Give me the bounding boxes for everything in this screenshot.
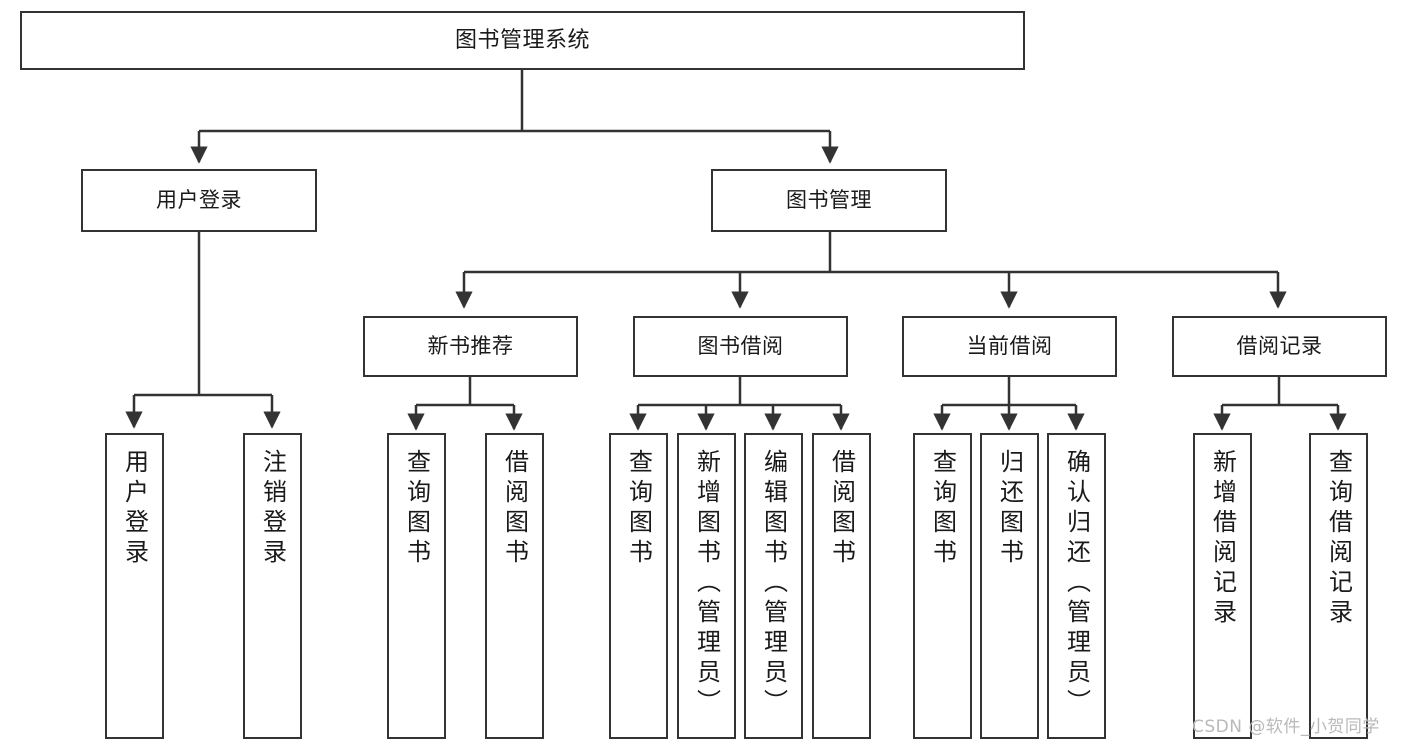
leaf-add-borrow-record[interactable]: 新增借阅记录: [1193, 433, 1252, 739]
node-label: 查询图书: [624, 449, 653, 569]
node-new-book-recommendation[interactable]: 新书推荐: [363, 316, 578, 377]
node-label: 查询借阅记录: [1324, 449, 1353, 629]
node-root-book-management-system[interactable]: 图书管理系统: [20, 11, 1025, 70]
node-label: 编辑图书（管理员）: [759, 449, 788, 719]
node-book-borrowing[interactable]: 图书借阅: [633, 316, 848, 377]
node-label: 用户登录: [156, 188, 242, 213]
node-label: 用户登录: [120, 449, 149, 569]
leaf-logout[interactable]: 注销登录: [243, 433, 302, 739]
node-label: 新书推荐: [427, 334, 514, 359]
node-label: 查询图书: [402, 449, 431, 569]
leaf-confirm-return-admin[interactable]: 确认归还（管理员）: [1047, 433, 1106, 739]
node-current-borrowing[interactable]: 当前借阅: [902, 316, 1117, 377]
node-label: 新增图书（管理员）: [692, 449, 721, 719]
leaf-query-book-recommendation[interactable]: 查询图书: [387, 433, 446, 739]
node-borrowing-records[interactable]: 借阅记录: [1172, 316, 1387, 377]
leaf-query-book-current[interactable]: 查询图书: [913, 433, 972, 739]
node-user-login[interactable]: 用户登录: [81, 169, 317, 232]
node-label: 当前借阅: [966, 334, 1053, 359]
node-label: 借阅记录: [1236, 334, 1323, 359]
leaf-borrow-book-borrowing[interactable]: 借阅图书: [812, 433, 871, 739]
node-label: 确认归还（管理员）: [1062, 449, 1091, 719]
node-label: 图书借阅: [697, 334, 784, 359]
node-label: 查询图书: [928, 449, 957, 569]
leaf-query-book-borrowing[interactable]: 查询图书: [609, 433, 668, 739]
node-book-management[interactable]: 图书管理: [711, 169, 947, 232]
leaf-return-book[interactable]: 归还图书: [980, 433, 1039, 739]
node-label: 注销登录: [258, 449, 287, 569]
leaf-add-book-admin[interactable]: 新增图书（管理员）: [677, 433, 736, 739]
csdn-watermark: CSDN @软件_小贺同学: [1192, 717, 1380, 737]
node-label: 图书管理: [786, 188, 872, 213]
leaf-borrow-book-recommendation[interactable]: 借阅图书: [485, 433, 544, 739]
node-label: 新增借阅记录: [1208, 449, 1237, 629]
node-label: 图书管理系统: [454, 27, 590, 53]
node-label: 借阅图书: [500, 449, 529, 569]
leaf-user-login[interactable]: 用户登录: [105, 433, 164, 739]
node-label: 借阅图书: [827, 449, 856, 569]
leaf-edit-book-admin[interactable]: 编辑图书（管理员）: [744, 433, 803, 739]
leaf-query-borrow-record[interactable]: 查询借阅记录: [1309, 433, 1368, 739]
node-label: 归还图书: [995, 449, 1024, 569]
